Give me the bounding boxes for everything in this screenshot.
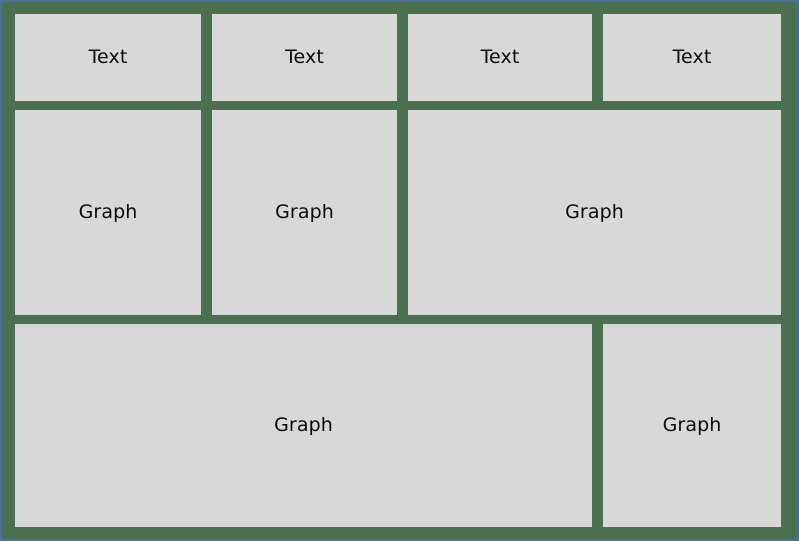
text-panel-3[interactable]: Text [408,14,592,101]
panel-grid: Text Text Text Text Graph Graph Graph Gr… [15,14,785,529]
panel-label: Graph [565,201,624,223]
panel-label: Graph [78,201,138,223]
panel-label: Text [672,46,712,68]
graph-panel-2[interactable]: Graph [212,110,397,315]
text-panel-2[interactable]: Text [212,14,397,101]
text-panel-1[interactable]: Text [15,14,201,101]
graph-panel-5[interactable]: Graph [603,324,781,527]
panel-label: Graph [274,414,333,436]
panel-label: Graph [662,414,722,436]
panel-label: Text [88,46,128,68]
graph-panel-4-wide[interactable]: Graph [15,324,592,527]
graph-panel-3-wide[interactable]: Graph [408,110,781,315]
text-panel-4[interactable]: Text [603,14,781,101]
graph-panel-1[interactable]: Graph [15,110,201,315]
panel-label: Graph [275,201,334,223]
panel-label: Text [285,46,324,68]
panel-label: Text [480,46,520,68]
